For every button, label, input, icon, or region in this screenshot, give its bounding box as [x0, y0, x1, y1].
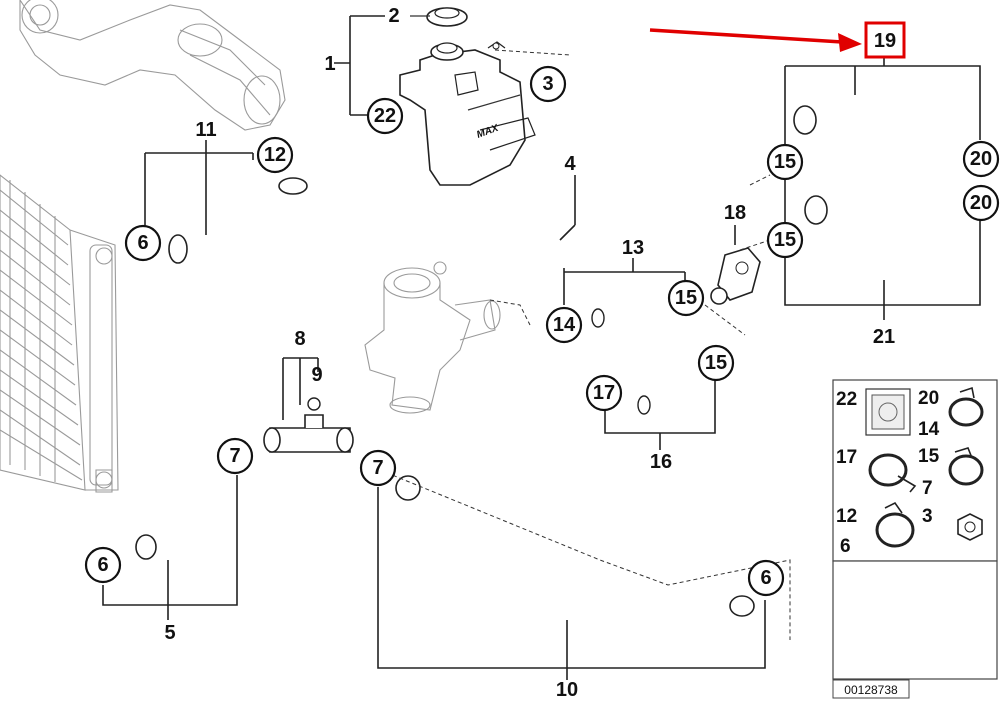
hose-10 — [395, 475, 755, 668]
callout-20-top: 20 — [962, 140, 1000, 178]
svg-text:12: 12 — [836, 506, 857, 527]
svg-text:20: 20 — [918, 388, 939, 409]
callout-10: 10 — [556, 679, 578, 701]
svg-text:6: 6 — [137, 232, 148, 254]
svg-text:15: 15 — [675, 287, 697, 309]
callout-18: 18 — [724, 202, 746, 224]
svg-text:8: 8 — [294, 328, 305, 350]
radiator-ghost — [0, 174, 119, 493]
callout-11: 11 — [195, 119, 216, 141]
svg-text:22: 22 — [374, 105, 396, 127]
svg-text:16: 16 — [650, 451, 672, 473]
svg-text:4: 4 — [564, 153, 576, 175]
callout-12: 12 — [256, 136, 294, 174]
callout-13: 13 — [622, 237, 644, 259]
legend-22-grommet: 22 — [836, 388, 911, 436]
svg-text:19: 19 — [874, 30, 896, 52]
svg-text:21: 21 — [873, 326, 895, 348]
legend-17-clamp: 17 — [836, 447, 917, 493]
svg-text:15: 15 — [774, 229, 796, 251]
connector-18 — [710, 247, 761, 305]
svg-text:15: 15 — [705, 352, 727, 374]
hose-16 — [637, 378, 695, 415]
svg-text:20: 20 — [970, 192, 992, 214]
fasteners-legend: 22 20 14 17 15 7 12 6 3 — [832, 379, 998, 699]
svg-text:6: 6 — [97, 554, 108, 576]
callout-17: 17 — [585, 374, 623, 412]
callout-20-bottom: 20 — [962, 184, 1000, 222]
svg-text:9: 9 — [311, 364, 322, 386]
svg-text:11: 11 — [195, 119, 216, 141]
hose-13 — [591, 308, 673, 353]
svg-text:00128738: 00128738 — [844, 683, 898, 697]
callout-15-upper: 15 — [766, 143, 804, 181]
svg-text:12: 12 — [264, 144, 286, 166]
legend-15-7-clamp: 15 7 — [918, 446, 984, 499]
svg-text:1: 1 — [324, 53, 335, 75]
water-pump-ghost — [19, 0, 286, 131]
svg-text:3: 3 — [922, 506, 933, 527]
callout-4: 4 — [564, 153, 576, 175]
callout-6-bottom-left: 6 — [84, 546, 122, 584]
svg-text:13: 13 — [622, 237, 644, 259]
hose-21 — [804, 190, 960, 276]
svg-text:6: 6 — [840, 536, 851, 557]
callout-15-lower: 15 — [697, 344, 735, 382]
callout-6-top: 6 — [124, 224, 162, 262]
callout-7-left: 7 — [216, 437, 254, 475]
callout-3: 3 — [529, 65, 567, 103]
svg-text:7: 7 — [372, 457, 383, 479]
svg-text:10: 10 — [556, 679, 578, 699]
callout-21: 21 — [873, 326, 895, 348]
svg-text:18: 18 — [724, 202, 746, 224]
callout-9: 9 — [311, 364, 322, 386]
svg-text:5: 5 — [164, 622, 175, 644]
hose-11 — [166, 176, 333, 313]
callout-14: 14 — [545, 306, 583, 344]
callout-2: 2 — [388, 5, 399, 27]
svg-text:7: 7 — [922, 478, 933, 499]
callout-22: 22 — [366, 97, 404, 135]
svg-text:14: 14 — [553, 314, 576, 336]
callout-6-bottom-right: 6 — [747, 559, 785, 597]
thermostat-housing-ghost — [364, 261, 501, 414]
hose-5 — [135, 447, 206, 560]
callout-19-highlighted: 19 — [864, 21, 906, 59]
red-arrow-annotation — [649, 28, 862, 52]
hose-4 — [455, 185, 603, 261]
svg-text:15: 15 — [774, 151, 796, 173]
legend-3-nut: 3 — [922, 506, 983, 541]
svg-text:14: 14 — [918, 419, 940, 440]
callout-7-right: 7 — [359, 449, 397, 487]
legend-20-14-clamp: 20 14 — [918, 386, 984, 440]
callout-8: 8 — [294, 328, 305, 350]
svg-text:6: 6 — [760, 567, 771, 589]
tank-cap — [426, 7, 468, 27]
t-piece-8 — [263, 397, 354, 453]
svg-text:22: 22 — [836, 389, 857, 410]
callout-16: 16 — [650, 451, 672, 473]
legend-12-6-clamp: 12 6 — [836, 501, 915, 557]
svg-text:17: 17 — [836, 447, 857, 468]
svg-text:7: 7 — [229, 445, 240, 467]
callout-15-right: 15 — [766, 221, 804, 259]
callout-1: 1 — [324, 53, 335, 75]
svg-text:2: 2 — [388, 5, 399, 27]
svg-text:17: 17 — [593, 382, 615, 404]
expansion-tank: MAX — [399, 41, 536, 189]
callout-15-mid: 15 — [667, 279, 705, 317]
callout-5: 5 — [164, 622, 175, 644]
hose-19 — [793, 85, 955, 205]
svg-text:3: 3 — [542, 73, 553, 95]
svg-text:20: 20 — [970, 148, 992, 170]
svg-text:15: 15 — [918, 446, 940, 467]
image-number: 00128738 — [832, 679, 910, 699]
